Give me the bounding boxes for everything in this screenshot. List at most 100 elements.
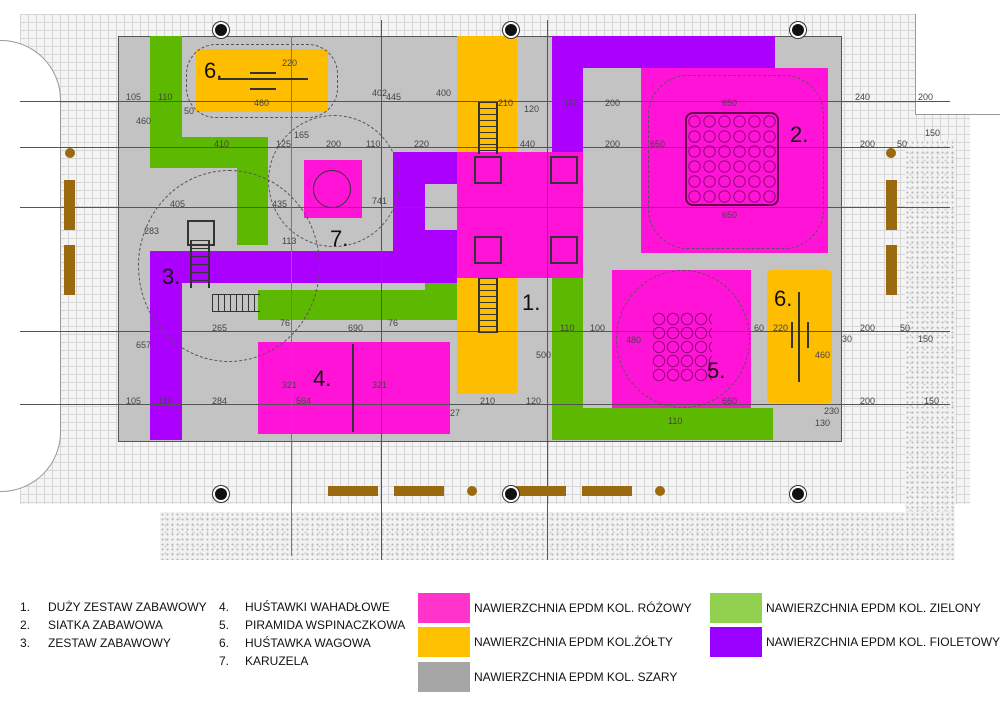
surface-label-yellow: NAWIERZCHNIA EPDM KOL.ŻÓŁTY bbox=[474, 635, 673, 649]
surface-pink bbox=[457, 152, 583, 278]
ladder-icon bbox=[478, 278, 498, 333]
swatch-gray bbox=[418, 662, 470, 692]
lamp-icon bbox=[503, 22, 519, 38]
legend-num: 5. bbox=[219, 618, 230, 632]
dimension-label: 690 bbox=[348, 323, 364, 333]
dimension-label: 110 bbox=[158, 92, 173, 102]
surface-green bbox=[552, 408, 773, 440]
surface-violet bbox=[552, 36, 583, 152]
legend-num: 2. bbox=[20, 618, 31, 632]
dimension-label: 210 bbox=[480, 396, 496, 406]
tower-icon bbox=[474, 156, 502, 184]
dimension-label: 110 bbox=[668, 416, 683, 426]
slide-icon bbox=[212, 294, 260, 312]
dimension-label: 220 bbox=[773, 323, 789, 333]
dimension-label: 283 bbox=[144, 226, 160, 236]
surface-pink bbox=[258, 342, 450, 434]
carousel-icon bbox=[313, 170, 351, 208]
dimension-label: 200 bbox=[326, 139, 342, 149]
swing-icon bbox=[352, 344, 354, 432]
dimension-label: 240 bbox=[855, 92, 871, 102]
dimension-label: 460 bbox=[815, 350, 831, 360]
dimension-label: 165 bbox=[294, 130, 310, 140]
dimension-label: 650 bbox=[650, 139, 666, 149]
lamp-icon bbox=[213, 486, 229, 502]
dimension-label: 657 bbox=[136, 340, 152, 350]
dimension-label: 110 bbox=[564, 98, 579, 108]
lamp-icon bbox=[213, 22, 229, 38]
dimension-label: 110 bbox=[158, 396, 173, 406]
bench bbox=[582, 486, 632, 496]
dimension-label: 220 bbox=[414, 139, 430, 149]
label-3: 3. bbox=[162, 264, 181, 289]
dimension-label: 650 bbox=[722, 210, 738, 220]
label-6-top: 6. bbox=[204, 58, 223, 83]
dimension-label: 200 bbox=[860, 396, 876, 406]
dimension-label: 660 bbox=[722, 396, 738, 406]
dimension-label: 27 bbox=[450, 408, 461, 418]
bin bbox=[65, 148, 75, 158]
dimension-label: 150 bbox=[918, 334, 934, 344]
dimension-label: 150 bbox=[924, 396, 940, 406]
dimension-label: 210 bbox=[498, 98, 514, 108]
surface-label-violet: NAWIERZCHNIA EPDM KOL. FIOLETOWY bbox=[766, 635, 1000, 649]
legend-label: ZESTAW ZABAWOWY bbox=[48, 636, 171, 650]
dimension-label: 105 bbox=[126, 92, 142, 102]
tower-icon bbox=[550, 156, 578, 184]
dimension-label: 76 bbox=[388, 318, 399, 328]
legend-num: 6. bbox=[219, 636, 230, 650]
legend-num: 1. bbox=[20, 600, 31, 614]
dimension-label: 110 bbox=[366, 139, 381, 149]
swatch-violet bbox=[710, 627, 762, 657]
dimension-label: 435 bbox=[272, 199, 288, 209]
dimension-line bbox=[547, 20, 548, 560]
dimension-label: 220 bbox=[282, 58, 298, 68]
dimension-label: 113 bbox=[282, 236, 297, 246]
bin bbox=[886, 148, 896, 158]
dimension-label: 500 bbox=[536, 350, 552, 360]
seesaw-icon bbox=[791, 322, 809, 348]
dimension-line bbox=[381, 20, 382, 560]
dimension-label: 400 bbox=[436, 88, 452, 98]
label-6-right: 6. bbox=[774, 286, 793, 311]
dimension-label: 60 bbox=[754, 323, 765, 333]
gravel-strip-bottom bbox=[160, 512, 955, 560]
dimension-line bbox=[20, 101, 950, 102]
legend-label: KARUZELA bbox=[245, 654, 309, 668]
dimension-label: 120 bbox=[526, 396, 542, 406]
safety-zone bbox=[138, 170, 320, 362]
dimension-label: 321 bbox=[282, 380, 298, 390]
dimension-label: 200 bbox=[605, 98, 621, 108]
label-7: 7. bbox=[330, 226, 349, 251]
dimension-label: 284 bbox=[212, 396, 228, 406]
tower-icon bbox=[187, 220, 215, 246]
dimension-label: 120 bbox=[524, 104, 540, 114]
seesaw-icon bbox=[218, 78, 308, 80]
tower-icon bbox=[550, 236, 578, 264]
pyramid-icon bbox=[652, 312, 712, 382]
surface-label-gray: NAWIERZCHNIA EPDM KOL. SZARY bbox=[474, 670, 678, 684]
dimension-label: 230 bbox=[824, 406, 840, 416]
ladder-icon bbox=[478, 102, 498, 154]
dimension-label: 100 bbox=[590, 323, 606, 333]
dimension-label: 445 bbox=[386, 92, 402, 102]
dimension-label: 30 bbox=[842, 334, 853, 344]
dimension-label: 110 bbox=[560, 323, 575, 333]
dimension-label: 650 bbox=[722, 98, 738, 108]
climbing-net-icon bbox=[685, 112, 779, 206]
dimension-label: 200 bbox=[605, 139, 621, 149]
bench bbox=[516, 486, 566, 496]
dimension-label: 265 bbox=[212, 323, 228, 333]
bench bbox=[886, 180, 897, 230]
gravel-strip-right bbox=[905, 140, 955, 560]
dimension-label: 480 bbox=[626, 335, 642, 345]
seesaw-icon bbox=[798, 292, 800, 382]
seesaw-icon bbox=[250, 72, 276, 90]
legend-label: HUŚTAWKA WAGOWA bbox=[245, 636, 371, 650]
dimension-label: 321 bbox=[372, 380, 388, 390]
dimension-label: 125 bbox=[276, 139, 292, 149]
lawn-left bbox=[0, 40, 61, 492]
dimension-line bbox=[20, 207, 950, 208]
swatch-pink bbox=[418, 593, 470, 623]
